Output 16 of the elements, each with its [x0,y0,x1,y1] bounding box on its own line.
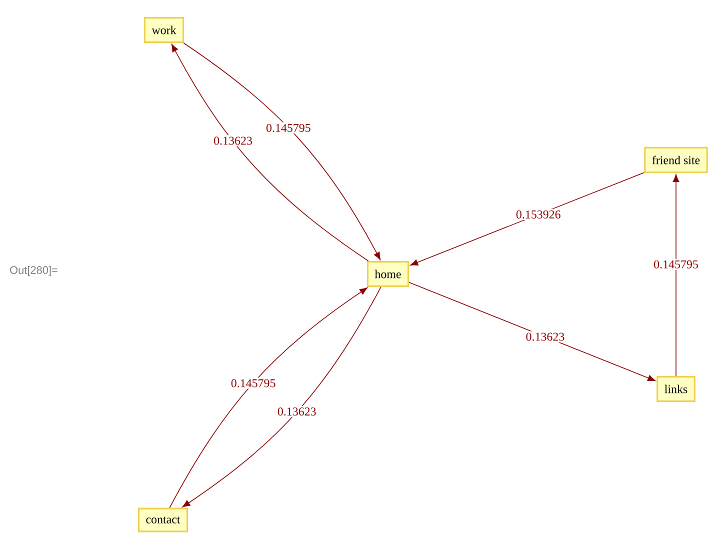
edge-label: 0.145795 [264,122,312,134]
node-box: home [366,260,410,287]
edge-label: 0.145795 [229,378,278,389]
node-box: links [656,376,696,402]
node-box: friend site [644,146,708,174]
node-box: contact [138,508,188,532]
edge-label: 0.13623 [524,331,566,342]
arrow [672,174,680,376]
edge-label: 0.13623 [212,135,254,146]
edge-label: 0.153926 [514,208,562,220]
node-box: work [144,17,184,43]
edge-label: 0.13623 [276,406,318,418]
arrow [410,172,645,266]
output-prompt: Out[280]= [10,266,58,276]
arrow [408,282,656,382]
edge-label: 0.145795 [652,258,700,270]
